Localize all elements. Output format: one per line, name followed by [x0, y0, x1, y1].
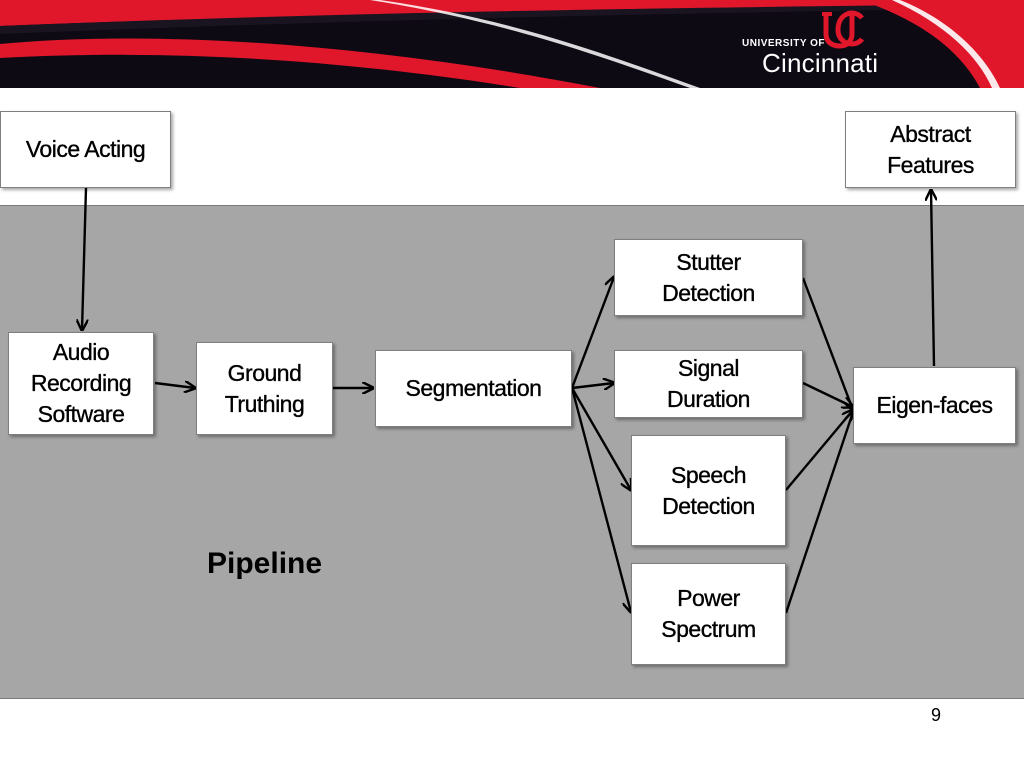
node-speech-detection: Speech Detection — [631, 435, 786, 546]
university-logo[interactable]: UNIVERSITY OF Cincinnati — [742, 10, 892, 80]
header-banner: UNIVERSITY OF Cincinnati — [0, 0, 1024, 88]
arrow-stutter-to-eigen — [801, 277, 853, 410]
arrow-audio-to-ground — [154, 383, 195, 388]
arrow-speech-to-eigen — [785, 410, 853, 491]
arrow-segmentation-to-power — [570, 387, 631, 612]
university-of-text: UNIVERSITY OF — [742, 38, 825, 49]
node-signal-duration: Signal Duration — [614, 350, 803, 418]
node-ground-truthing: Ground Truthing — [196, 342, 333, 435]
node-voice-acting: Voice Acting — [0, 111, 171, 188]
pipeline-label: Pipeline — [207, 547, 323, 580]
university-name: Cincinnati — [762, 48, 879, 78]
node-audio-recording-software: Audio Recording Software — [8, 332, 154, 435]
node-power-spectrum: Power Spectrum — [631, 563, 786, 665]
arrow-voice-to-audio — [82, 187, 86, 330]
arrow-segmentation-to-speech — [570, 387, 631, 490]
arrow-segmentation-to-stutter — [570, 277, 614, 389]
arrow-power-to-eigen — [784, 412, 853, 614]
node-eigen-faces: Eigen-faces — [853, 367, 1016, 444]
uc-monogram-icon — [822, 10, 865, 49]
node-abstract-features: Abstract Features — [845, 111, 1016, 188]
pipeline-panel — [0, 205, 1024, 699]
page-number: 9 — [931, 705, 942, 725]
arrow-signal-to-eigen — [802, 381, 853, 407]
arrow-segmentation-to-signal — [571, 383, 614, 388]
node-stutter-detection: Stutter Detection — [614, 239, 803, 316]
arrow-eigen-to-abstract — [931, 190, 934, 367]
node-segmentation: Segmentation — [375, 350, 572, 427]
